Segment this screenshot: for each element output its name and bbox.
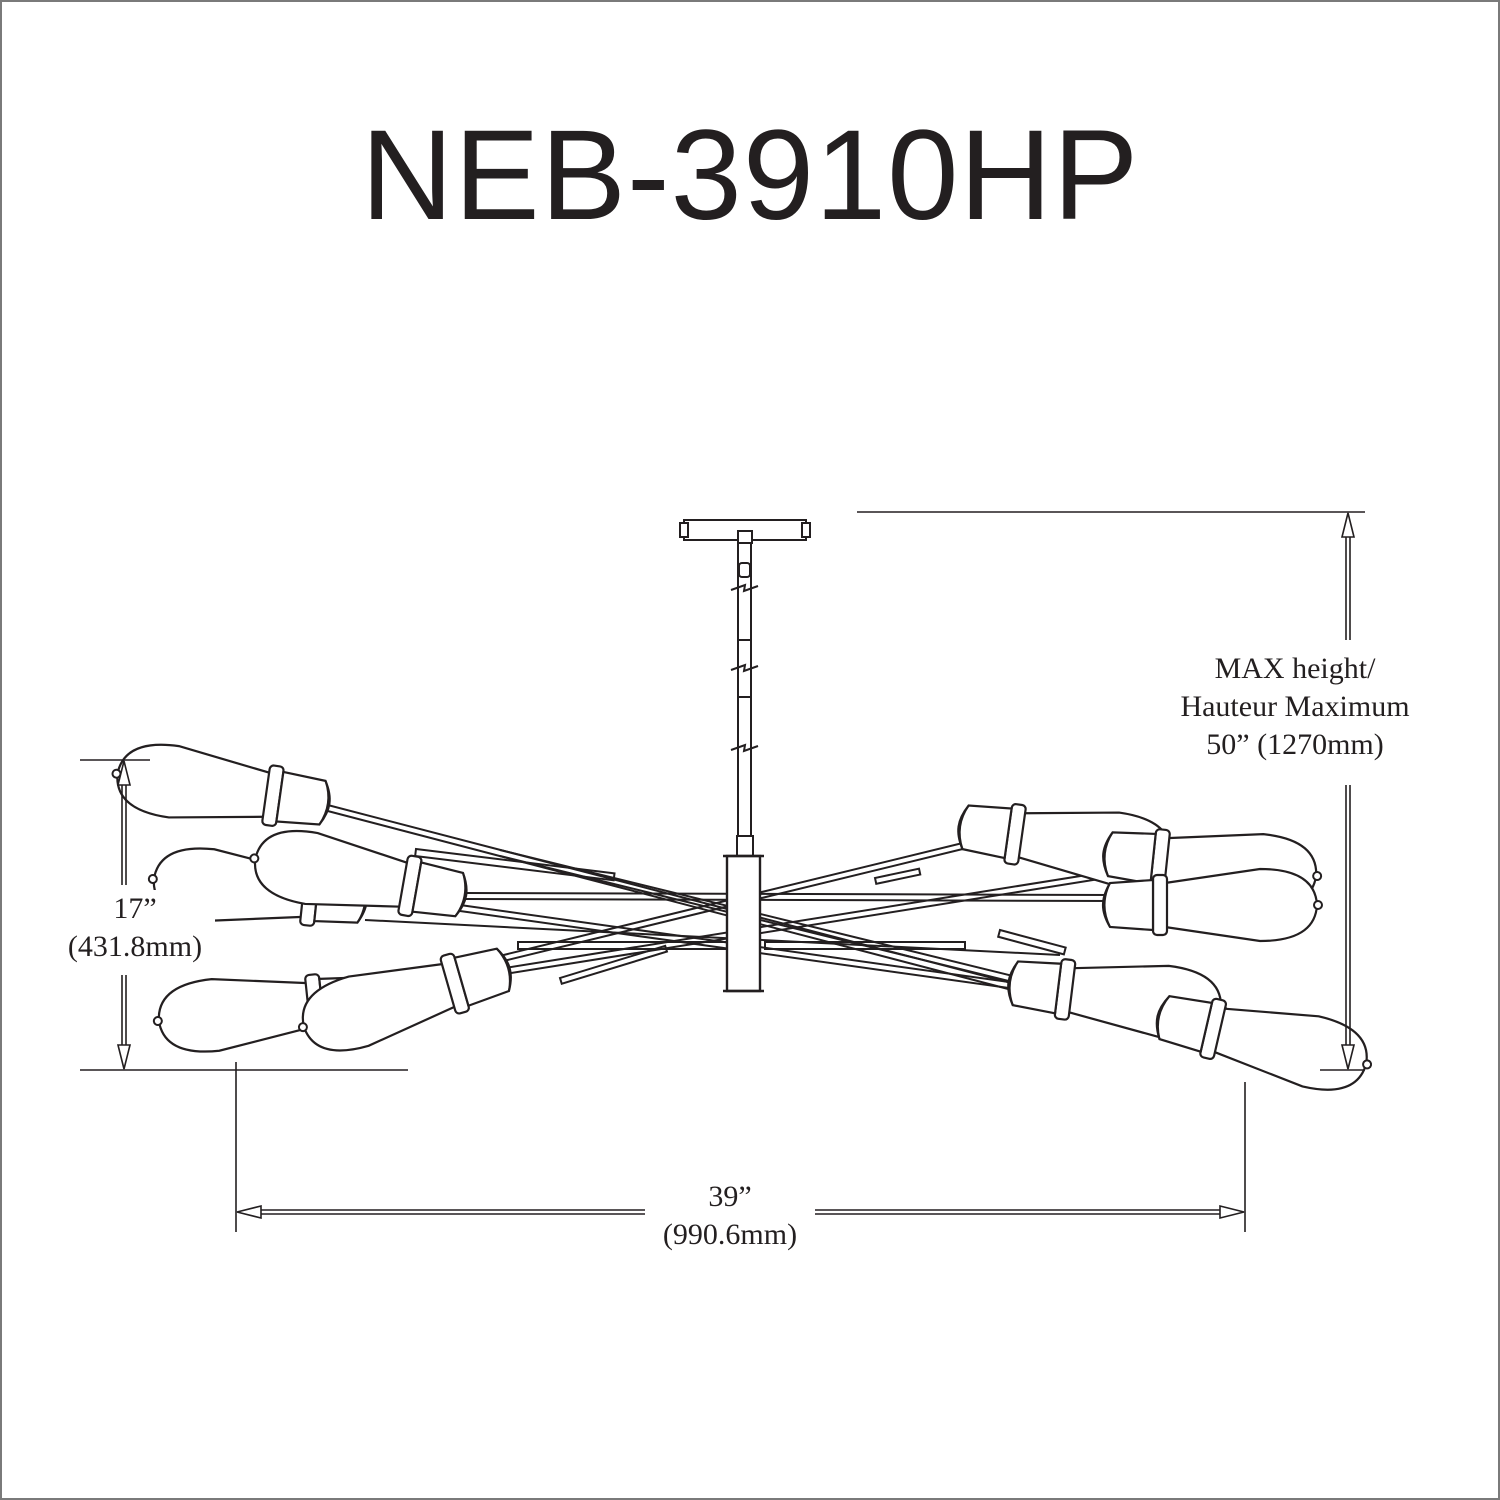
bulb-bottom-right [1148, 979, 1381, 1102]
fixture-height-mm: (431.8mm) [67, 930, 203, 963]
dimension-width [235, 1062, 1246, 1232]
width-inches: 39” [708, 1180, 752, 1213]
width-label: 39” (990.6mm) [645, 1178, 815, 1254]
fixture-height-inches: 17” [113, 892, 157, 925]
product-model-title: NEB-3910HP [360, 104, 1140, 247]
bulb-bottom-left-rear [288, 932, 521, 1064]
center-hub [723, 854, 764, 993]
bulb-top-left [106, 736, 336, 841]
width-mm: (990.6mm) [662, 1218, 798, 1251]
max-height-value: 50” (1270mm) [1206, 728, 1384, 761]
canopy [679, 519, 811, 544]
down-rod [730, 543, 759, 857]
dimension-fixture-height [80, 759, 408, 1071]
max-height-label: MAX height/ Hauteur Maximum 50” (1270mm) [1160, 650, 1430, 764]
fixture-height-label: 17” (431.8mm) [55, 890, 215, 966]
max-height-label-en: MAX height/ [1214, 652, 1376, 685]
dimension-max-height [857, 511, 1365, 1071]
max-height-label-fr: Hauteur Maximum [1180, 690, 1410, 723]
